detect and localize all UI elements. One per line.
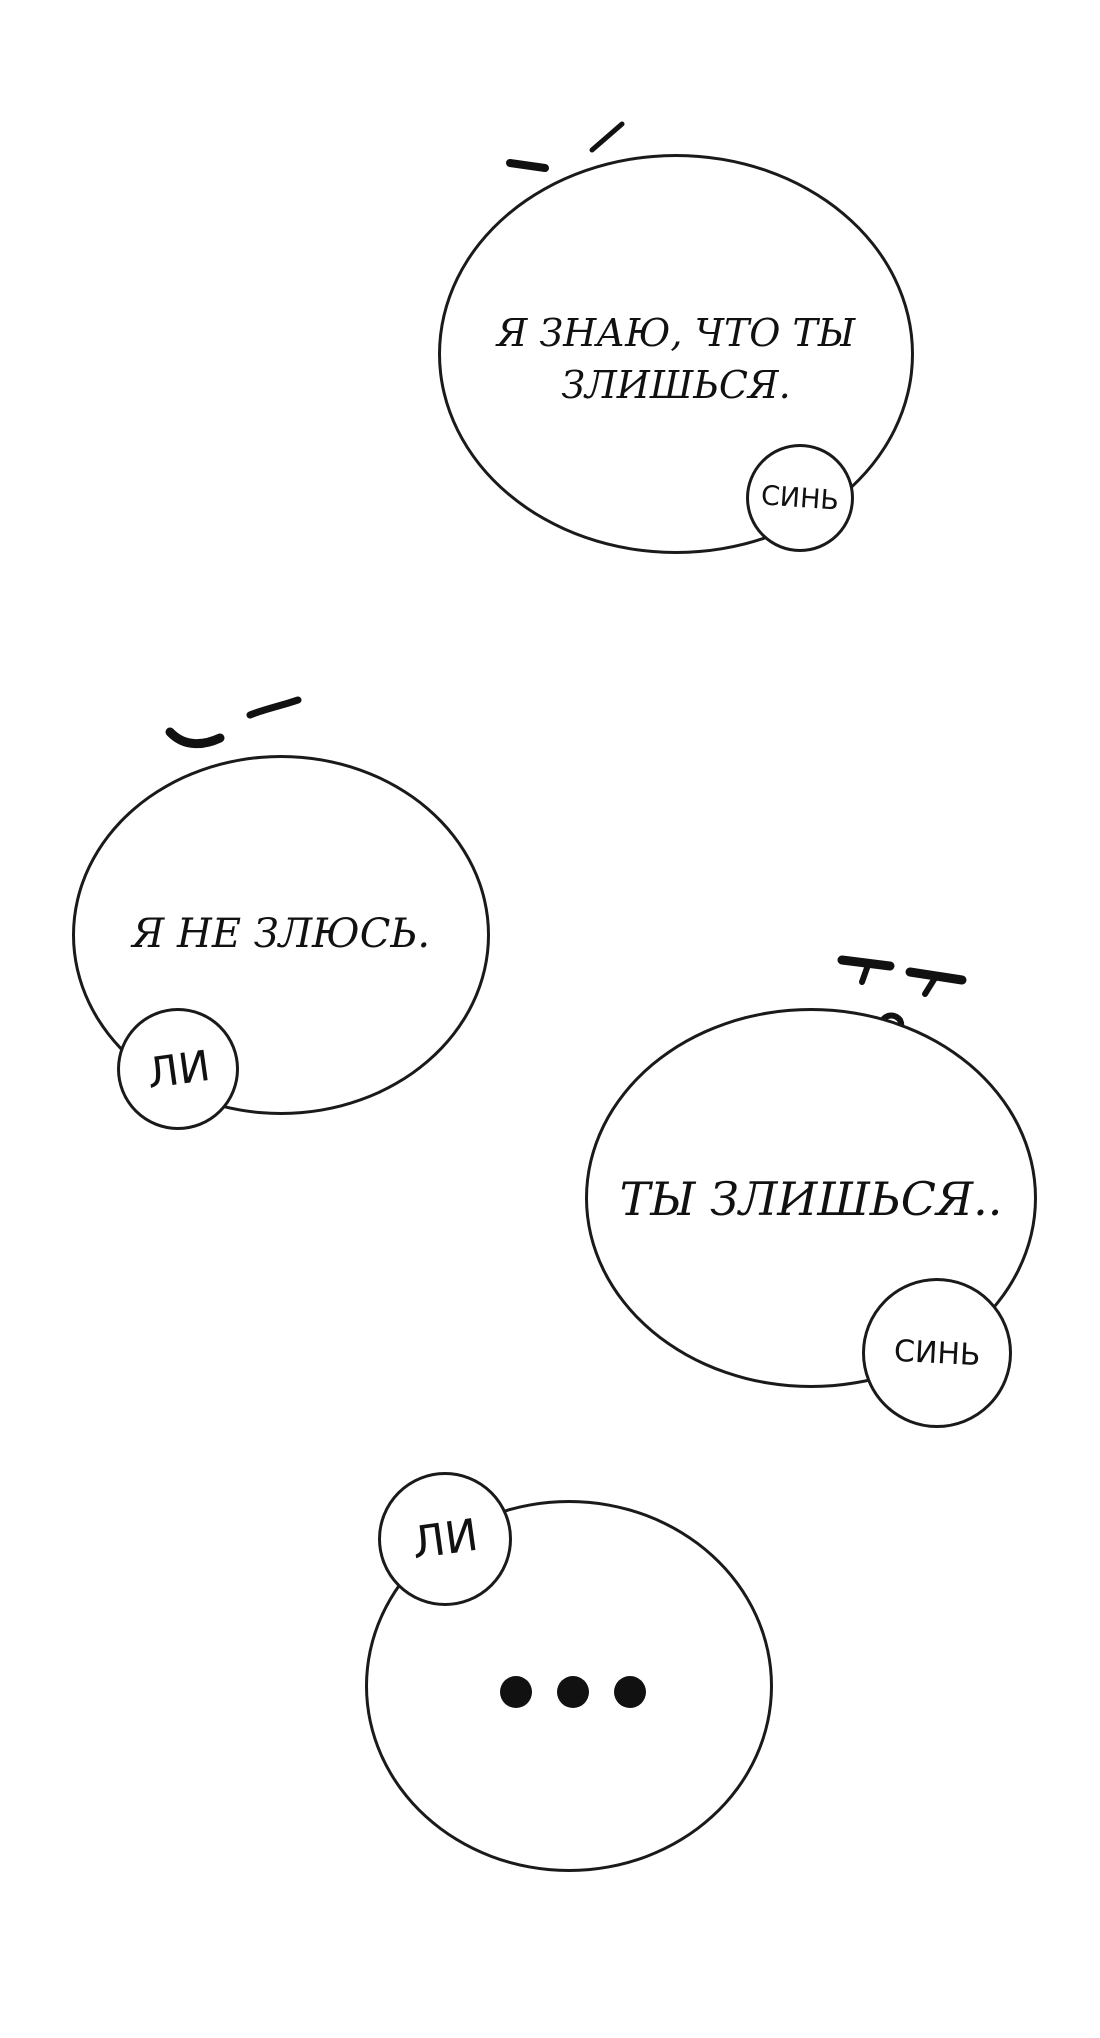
speaker-tag-label: СИНЬ: [892, 1333, 982, 1373]
ellipsis-dot: [614, 1676, 646, 1708]
bubble-1-text: Я ЗНАЮ, ЧТО ТЫ ЗЛИШЬСЯ.: [496, 311, 856, 407]
speaker-tag-label: ЛИ: [408, 1509, 482, 1569]
speaker-tag-label: ЛИ: [143, 1040, 213, 1098]
speaker-tag-label: СИНЬ: [760, 479, 840, 517]
speaker-tag-sin-2: СИНЬ: [862, 1278, 1012, 1428]
ellipsis-dots: [500, 1675, 646, 1709]
speaker-tag-li-1: ЛИ: [117, 1008, 239, 1130]
speaker-tag-sin-1: СИНЬ: [746, 444, 854, 552]
speaker-tag-li-2: ЛИ: [378, 1472, 512, 1606]
bubble-2-text: Я НЕ ЗЛЮСЬ.: [131, 911, 431, 957]
bubble-3-text: ТЫ ЗЛИШЬСЯ..: [619, 1172, 1003, 1226]
ellipsis-dot: [500, 1676, 532, 1708]
ellipsis-dot: [557, 1676, 589, 1708]
